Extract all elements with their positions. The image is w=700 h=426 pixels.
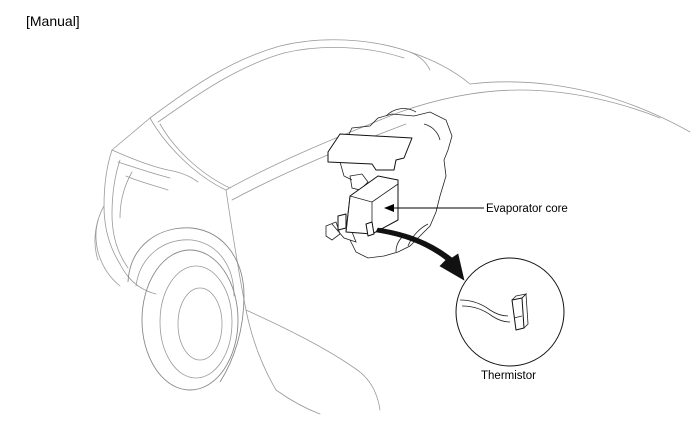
thermistor-detail [455, 257, 565, 367]
mounting-bracket [327, 133, 413, 191]
thermistor-label: Thermistor [481, 370, 536, 382]
view-label: [Manual] [26, 13, 80, 29]
evaporator-core-label: Evaporator core [486, 203, 568, 215]
hvac-housing [345, 108, 453, 259]
evaporator-core [325, 175, 399, 243]
evaporator-leader [384, 204, 484, 212]
arrow-left-icon [384, 204, 394, 212]
curved-pointer-arrow [375, 227, 465, 281]
curved-arrow-icon [375, 227, 465, 281]
car-body-outline [94, 39, 691, 415]
